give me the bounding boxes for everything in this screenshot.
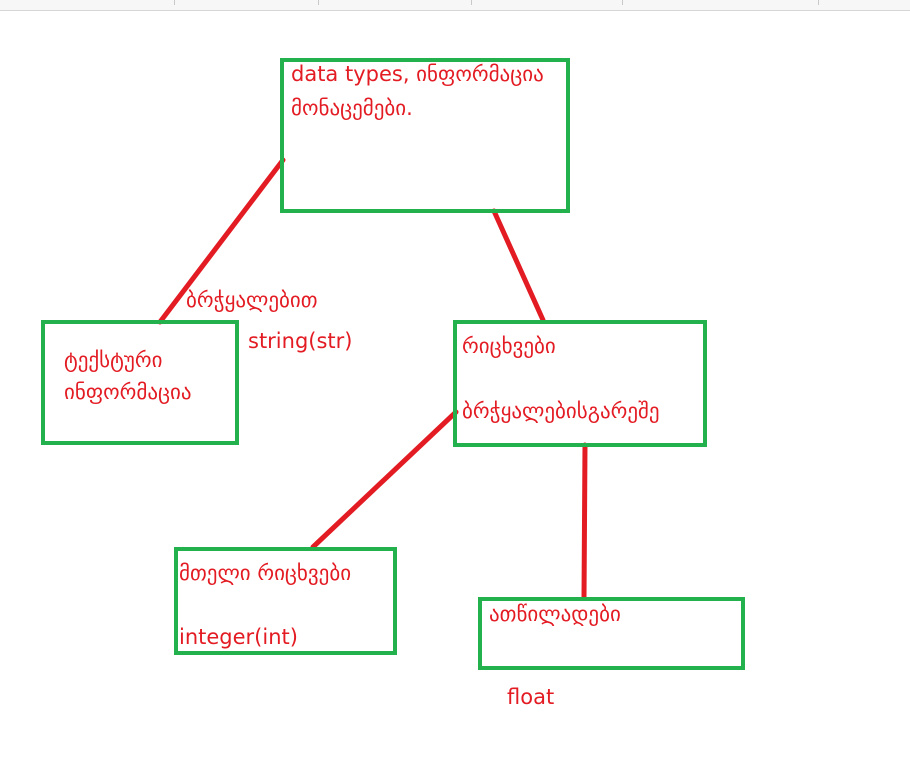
connector-numbers-to-integers [310, 409, 459, 550]
edge-label-with-quotes: ბრჭყალებით [186, 288, 318, 312]
node-text-info-line2: ინფორმაცია [64, 380, 192, 404]
toolbar-divider [471, 0, 472, 5]
edge-label-float-type: float [507, 685, 555, 709]
node-data-types-line1: data types, ინფორმაცია [291, 62, 544, 86]
node-integers-line1: მთელი რიცხვები [179, 561, 352, 585]
node-numbers-line2: ბრჭყალებისგარეშე [462, 399, 660, 423]
node-text-info-line1: ტექსტური [64, 348, 163, 372]
connector-numbers-to-decimals [581, 442, 588, 601]
toolbar-divider [174, 0, 175, 5]
toolbar-strip [0, 0, 910, 11]
node-numbers-box [453, 320, 707, 447]
toolbar-divider [318, 0, 319, 5]
node-data-types-line2: მონაცემები. [291, 96, 413, 120]
node-integers-box [174, 547, 397, 655]
connector-root-to-text [157, 157, 286, 325]
toolbar-divider [818, 0, 819, 5]
toolbar-divider [622, 0, 623, 5]
node-numbers-line1: რიცხვები [462, 334, 556, 358]
node-integers-line2: integer(int) [179, 625, 298, 649]
node-text-info-box [41, 320, 239, 445]
node-decimals-line1: ათწილადები [489, 602, 621, 626]
node-decimals-box [478, 597, 745, 670]
connector-root-to-numbers [491, 208, 546, 323]
edge-label-string-type: string(str) [248, 329, 353, 353]
node-data-types-box [280, 58, 570, 213]
